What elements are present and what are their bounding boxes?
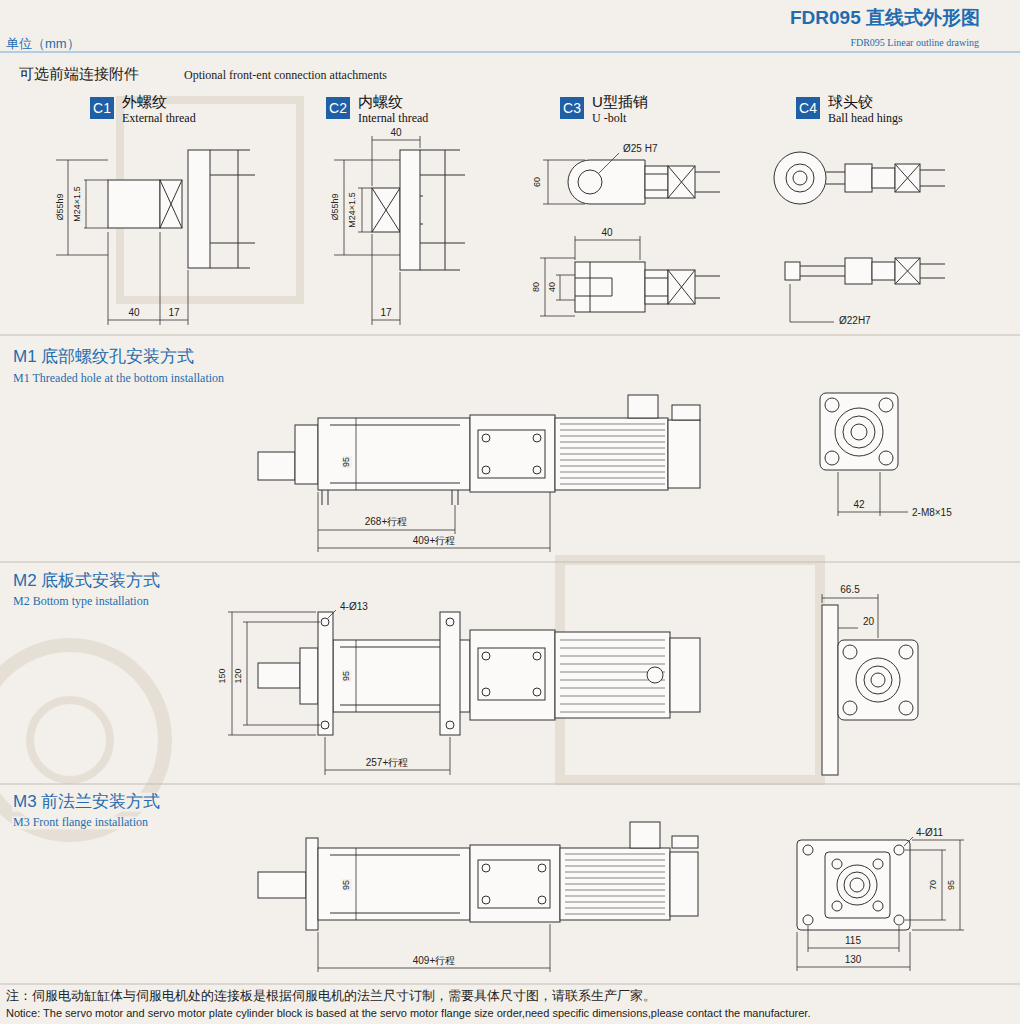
dimension-label: 80	[532, 281, 542, 293]
dimension-label: 95	[342, 456, 352, 468]
dimension-label: 20	[862, 616, 875, 627]
badge-subtitle: Internal thread	[358, 112, 428, 125]
badge-code: C4	[796, 97, 820, 119]
section-heading: M1 Threaded hole at the bottom installat…	[12, 372, 225, 385]
badge-title: U型插销	[592, 94, 648, 111]
section-heading: Optional front-ent connection attachment…	[183, 69, 388, 82]
label-badge: C3U型插销U -bolt	[560, 97, 584, 119]
c4-ball-head	[774, 152, 945, 322]
page-subtitle: FDR095 Linear outline drawing	[849, 37, 980, 48]
badge-subtitle: Ball head hings	[828, 112, 903, 125]
dimension-label: 409+行程	[412, 535, 457, 546]
section-heading: M2 Bottom type installation	[12, 595, 150, 608]
dimension-label: 257+行程	[365, 757, 410, 768]
section-heading: M3 前法兰安装方式	[12, 793, 161, 812]
dimension-label: 95	[947, 879, 957, 891]
dimension-label: Ø22H7	[838, 315, 872, 326]
section-rules	[0, 335, 1020, 984]
badge-subtitle: External thread	[122, 112, 196, 125]
dimension-label: 4-Ø11	[915, 827, 944, 838]
section-heading: 可选前端连接附件	[18, 66, 140, 83]
section-heading: M3 Front flange installation	[12, 816, 149, 829]
footnote: 注：伺服电动缸缸体与伺服电机处的连接板是根据伺服电机的法兰尺寸订制，需要具体尺寸…	[5, 990, 657, 1004]
dimension-label: 150	[218, 667, 228, 684]
badge-code: C1	[90, 97, 114, 119]
dimension-label: 268+行程	[364, 516, 409, 527]
dimension-label: M24×1.5	[348, 191, 358, 228]
dimension-label: 40	[127, 307, 140, 318]
dimension-label: 4-Ø13	[339, 601, 369, 612]
dimension-label: Ø55h9	[331, 192, 341, 221]
label-badge: C1外螺纹External thread	[90, 97, 114, 119]
c1-external-thread	[56, 150, 255, 325]
dimension-label: 115	[844, 935, 862, 946]
dimension-label: 130	[844, 954, 863, 965]
dimension-label: 42	[852, 499, 865, 510]
unit-note: 单位（mm）	[5, 37, 81, 51]
badge-title: 内螺纹	[358, 94, 403, 111]
dimension-label: 40	[548, 281, 558, 293]
c3-u-bolt	[540, 153, 720, 316]
background-photo	[0, 100, 820, 835]
m2-actuator	[228, 594, 918, 775]
badge-title: 外螺纹	[122, 94, 167, 111]
dimension-label: 66.5	[839, 584, 860, 595]
dimension-label: Ø55h9	[56, 192, 66, 221]
dimension-label: 70	[929, 879, 939, 891]
dimension-label: 2-M8×15	[911, 507, 953, 518]
c2-internal-thread	[334, 136, 465, 325]
dimension-label: 40	[600, 227, 613, 238]
badge-code: C2	[326, 97, 350, 119]
footnote: Notice: The servo motor and servo motor …	[5, 1007, 811, 1019]
badge-subtitle: U -bolt	[592, 112, 626, 125]
section-heading: M2 底板式安装方式	[12, 572, 161, 591]
dimension-label: 120	[234, 667, 244, 684]
dimension-label: 95	[342, 879, 352, 891]
dimension-label: 40	[389, 127, 402, 138]
dimension-label: 17	[379, 307, 392, 318]
badge-code: C3	[560, 97, 584, 119]
header-rule	[0, 51, 1020, 53]
dimension-label: 60	[533, 176, 543, 188]
label-badge: C4球头铰Ball head hings	[796, 97, 820, 119]
label-badge: C2内螺纹Internal thread	[326, 97, 350, 119]
page-title: FDR095 直线式外形图	[790, 8, 980, 29]
dimension-label: Ø25 H7	[622, 143, 658, 154]
dimension-label: M24×1.5	[73, 185, 83, 222]
dimension-label: 17	[167, 307, 180, 318]
section-heading: M1 底部螺纹孔安装方式	[12, 348, 195, 367]
dimension-label: 95	[342, 670, 352, 682]
m3-actuator	[258, 822, 964, 972]
badge-title: 球头铰	[828, 94, 873, 111]
m1-actuator	[258, 393, 908, 552]
dimension-label: 409+行程	[412, 955, 457, 966]
